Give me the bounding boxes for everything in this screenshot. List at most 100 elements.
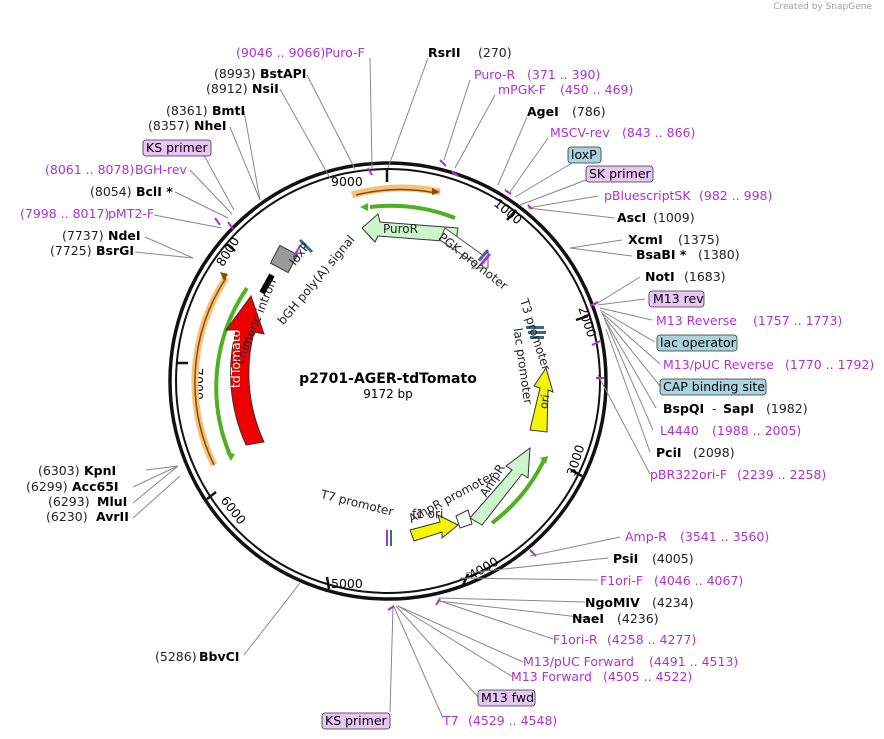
psii-label: PsiI — [613, 551, 638, 566]
t7-pos: (4529 .. 4548) — [468, 713, 557, 728]
naei-label: NaeI — [572, 611, 604, 626]
outer-labels: (9046 .. 9066) Puro-F RsrII (270) Puro-R… — [20, 45, 874, 730]
plasmid-length: 9172 bp — [363, 387, 413, 401]
label-ori: ori — [537, 393, 552, 409]
tick-8000: 8000 — [213, 234, 243, 269]
tick-marks — [176, 169, 589, 590]
asci-label: AscI — [617, 210, 646, 225]
m13-fwd-box — [477, 689, 536, 707]
acc65i-label: Acc65I — [72, 479, 119, 494]
ngomiv-label: NgoMIV — [585, 595, 640, 610]
ngomiv-pos: (4234) — [652, 595, 694, 610]
snapgene-credit: Created by SnapGene — [773, 2, 872, 12]
ks-primer-top-box — [142, 139, 212, 157]
l4440-label: L4440 — [660, 423, 699, 438]
rsrii-label: RsrII — [428, 45, 461, 60]
pbr322-label: pBR322ori-F — [650, 467, 727, 482]
mpgk-f-pos: (450 .. 469) — [560, 82, 633, 97]
ndei-pos: (7737) — [62, 228, 104, 243]
pmt2f-pos: (7998 .. 8017) — [20, 206, 109, 221]
ks-primer-bottom-box — [321, 712, 391, 730]
m13-rev-box — [648, 290, 705, 308]
avrii-label: AvrII — [96, 509, 129, 524]
label-pgk-promoter: PGK promoter — [436, 230, 511, 293]
bstapi-pos: (8993) — [214, 66, 256, 81]
puro-r-label: Puro-R — [474, 67, 515, 82]
label-bgh: bGH poly(A) signal — [275, 233, 358, 328]
xcmi-pos: (1375) — [678, 232, 720, 247]
mlui-pos: (6293) — [48, 494, 90, 509]
m13puc-fwd-label: M13/pUC Forward — [523, 654, 634, 669]
label-t7-promoter: T7 promoter — [318, 487, 395, 519]
f1ori-r-label: F1ori-R — [553, 632, 598, 647]
nhei-pos: (8357) — [148, 118, 190, 133]
m13puc-fwd-pos: (4491 .. 4513) — [649, 654, 738, 669]
feature-arcs — [191, 184, 548, 525]
f1ori-f-label: F1ori-F — [600, 573, 643, 588]
mlui-label: MluI — [97, 494, 127, 509]
tick-5000: 5000 — [331, 576, 363, 591]
amp-r-pos: (3541 .. 3560) — [680, 529, 769, 544]
m13puc-rev-label: M13/pUC Reverse — [663, 357, 774, 372]
bsabi-label: BsaBI * — [636, 247, 687, 262]
noti-label: NotI — [645, 269, 675, 284]
ring-feature-marks — [214, 159, 604, 611]
label-f1-ori: f1 ori — [412, 507, 443, 521]
pcii-label: PciI — [656, 445, 682, 460]
bspqi-label: BspQI — [663, 401, 704, 416]
connector-lines — [132, 57, 661, 719]
ndei-label: NdeI — [108, 228, 141, 243]
agei-pos: (786) — [572, 104, 606, 119]
puro-r-pos: (371 .. 390) — [527, 67, 600, 82]
puro-f-label: Puro-F — [325, 45, 365, 60]
sapi-pos: (1982) — [766, 401, 808, 416]
pcii-pos: (2098) — [693, 445, 735, 460]
bcli-pos: (8054) — [90, 184, 132, 199]
psii-pos: (4005) — [652, 551, 694, 566]
center-title: p2701-AGER-tdTomato 9172 bp — [299, 371, 477, 401]
tick-2000: 2000 — [575, 304, 599, 339]
bstapi-label: BstAPI — [260, 66, 306, 81]
dash-label: - — [712, 401, 717, 416]
bsrgi-label: BsrGI — [96, 243, 134, 258]
ori-arrow — [529, 366, 554, 433]
bmti-label: BmtI — [212, 103, 245, 118]
label-puror: PuroR — [383, 222, 418, 236]
sk-primer-label: SK primer — [589, 166, 652, 181]
pbluescriptsk-pos: (982 .. 998) — [699, 188, 772, 203]
m13-forward-label: M13 Forward — [511, 669, 592, 684]
kpni-pos: (6303) — [38, 463, 80, 478]
ks-primer-bottom-label: KS primer — [325, 713, 388, 728]
bmti-pos: (8361) — [166, 103, 208, 118]
t7-label: T7 — [442, 713, 459, 728]
bbvci-label: BbvCI — [199, 649, 239, 664]
m13-reverse-pos: (1757 .. 1773) — [753, 313, 842, 328]
agei-label: AgeI — [527, 104, 559, 119]
nsii-label: NsiI — [252, 81, 279, 96]
asci-pos: (1009) — [653, 210, 695, 225]
pbr322-pos: (2239 .. 2258) — [737, 467, 826, 482]
mscv-rev-pos: (843 .. 866) — [622, 125, 695, 140]
m13-rev-label: M13 rev — [653, 291, 704, 306]
bghrev-label: BGH-rev — [135, 162, 188, 177]
xcmi-label: XcmI — [628, 232, 663, 247]
l4440-pos: (1988 .. 2005) — [712, 423, 801, 438]
cap-site-box — [659, 378, 767, 396]
ampr-promoter-box — [455, 509, 473, 529]
f1ori-r-pos: (4258 .. 4277) — [607, 632, 696, 647]
mscv-rev-label: MSCV-rev — [550, 125, 610, 140]
cap-site-label: CAP binding site — [663, 379, 765, 394]
amp-r-label: Amp-R — [625, 529, 667, 544]
pmt2f-label: pMT2-F — [108, 206, 154, 221]
intron-marks — [259, 238, 314, 295]
nsii-pos: (8912) — [206, 81, 248, 96]
puro-f-pos: (9046 .. 9066) — [236, 45, 325, 60]
mpgk-f-label: mPGK-F — [498, 82, 546, 97]
acc65i-pos: (6299) — [26, 479, 68, 494]
noti-pos: (1683) — [684, 269, 726, 284]
sapi-label: SapI — [723, 401, 754, 416]
naei-pos: (4236) — [617, 611, 659, 626]
lac-operator-label: lac operator — [660, 335, 737, 350]
lac-operator-box — [656, 334, 738, 352]
ampr-arrow — [469, 446, 531, 526]
